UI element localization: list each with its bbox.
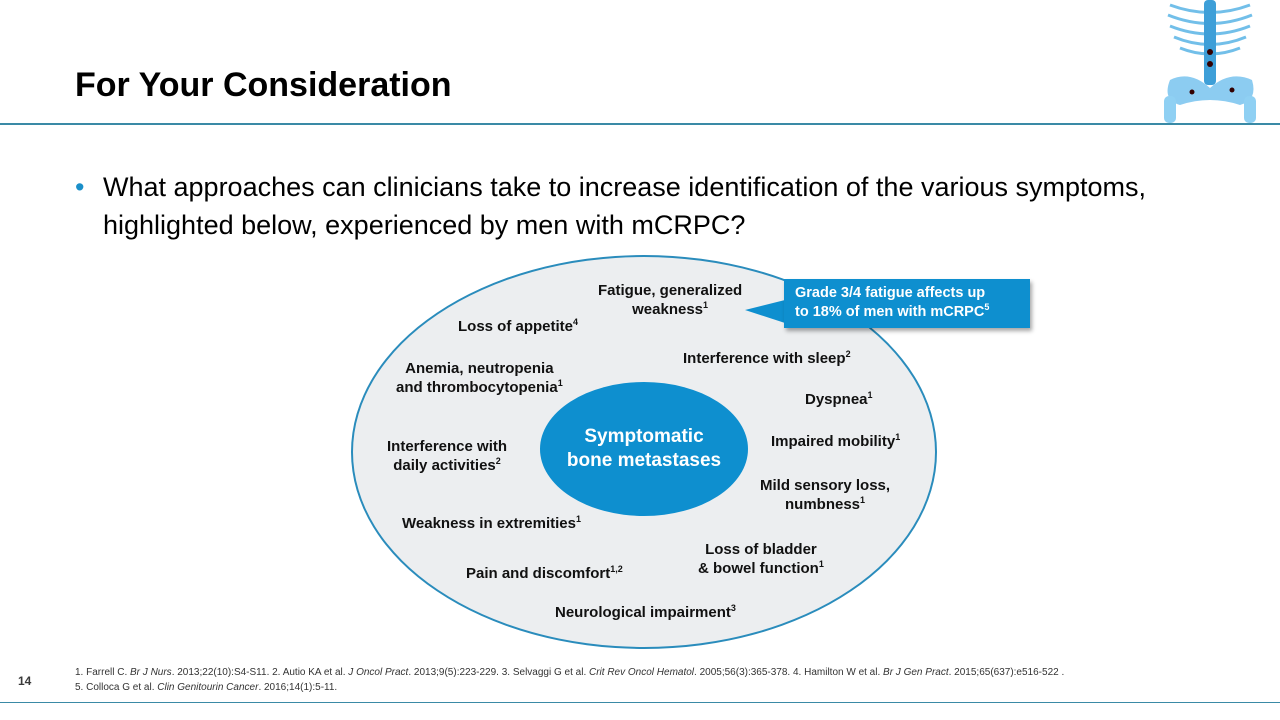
footer-divider: [0, 702, 1280, 703]
page-number: 14: [18, 674, 32, 688]
bullet-icon: •: [75, 172, 85, 202]
symptom-daily-activities: Interference with daily activities2: [387, 438, 508, 474]
symptom-anemia: Anemia, neutropenia and thrombocytopenia…: [396, 360, 563, 396]
symptom-sensory-loss: Mild sensory loss, numbness1: [760, 477, 891, 513]
symptom-impaired-mobility: Impaired mobility1: [771, 432, 901, 451]
symptom-weakness-extremities: Weakness in extremities1: [402, 514, 581, 533]
skeleton-image: [1164, 0, 1256, 123]
center-label-line2: bone metastases: [566, 450, 722, 471]
center-label-line1: Symptomatic: [584, 426, 704, 447]
symptom-dyspnea: Dyspnea1: [805, 390, 873, 409]
references: 1. Farrell C. Br J Nurs. 2013;22(10):S4-…: [75, 665, 1064, 695]
symptom-fatigue: Fatigue, generalized weakness1: [598, 282, 743, 318]
center-ellipse: Symptomatic bone metastases: [540, 382, 748, 516]
bullet-item: • What approaches can clinicians take to…: [75, 168, 1195, 244]
symptom-sleep: Interference with sleep2: [683, 349, 851, 368]
fatigue-callout: Grade 3/4 fatigue affects up to 18% of m…: [784, 279, 1030, 328]
symptom-pain: Pain and discomfort1,2: [466, 564, 623, 583]
symptom-bladder-bowel: Loss of bladder & bowel function1: [698, 541, 824, 577]
bullet-text: What approaches can clinicians take to i…: [103, 172, 1147, 240]
references-line2: 5. Colloca G et al. Clin Genitourin Canc…: [75, 682, 338, 693]
references-line1: 1. Farrell C. Br J Nurs. 2013;22(10):S4-…: [75, 667, 1065, 678]
header-divider: [0, 123, 1280, 125]
symptom-loss-of-appetite: Loss of appetite4: [458, 317, 579, 336]
callout-pointer: [745, 300, 785, 323]
slide-title: For Your Consideration: [75, 66, 452, 104]
symptom-neurological: Neurological impairment3: [555, 603, 736, 622]
